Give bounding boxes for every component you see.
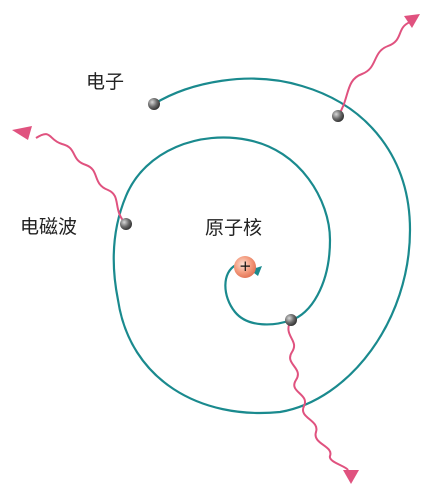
electromagnetic-wave-label: 电磁波: [20, 216, 78, 238]
wave-bottom: [287, 319, 359, 484]
spiral-orbit-path: [112, 77, 412, 415]
electron-upper-right: [332, 110, 344, 122]
electron-left: [120, 218, 132, 230]
wave-top-right: [337, 14, 420, 117]
nucleus-ball: [234, 256, 256, 278]
electron-start: [148, 98, 160, 110]
nucleus-plus-sign: +: [239, 257, 252, 275]
orbit-arrowhead: [250, 266, 262, 276]
electron-label: 电子: [86, 71, 125, 93]
wave-left: [12, 126, 127, 225]
nucleus-label: 原子核: [205, 217, 263, 239]
electron-lower: [285, 314, 297, 326]
